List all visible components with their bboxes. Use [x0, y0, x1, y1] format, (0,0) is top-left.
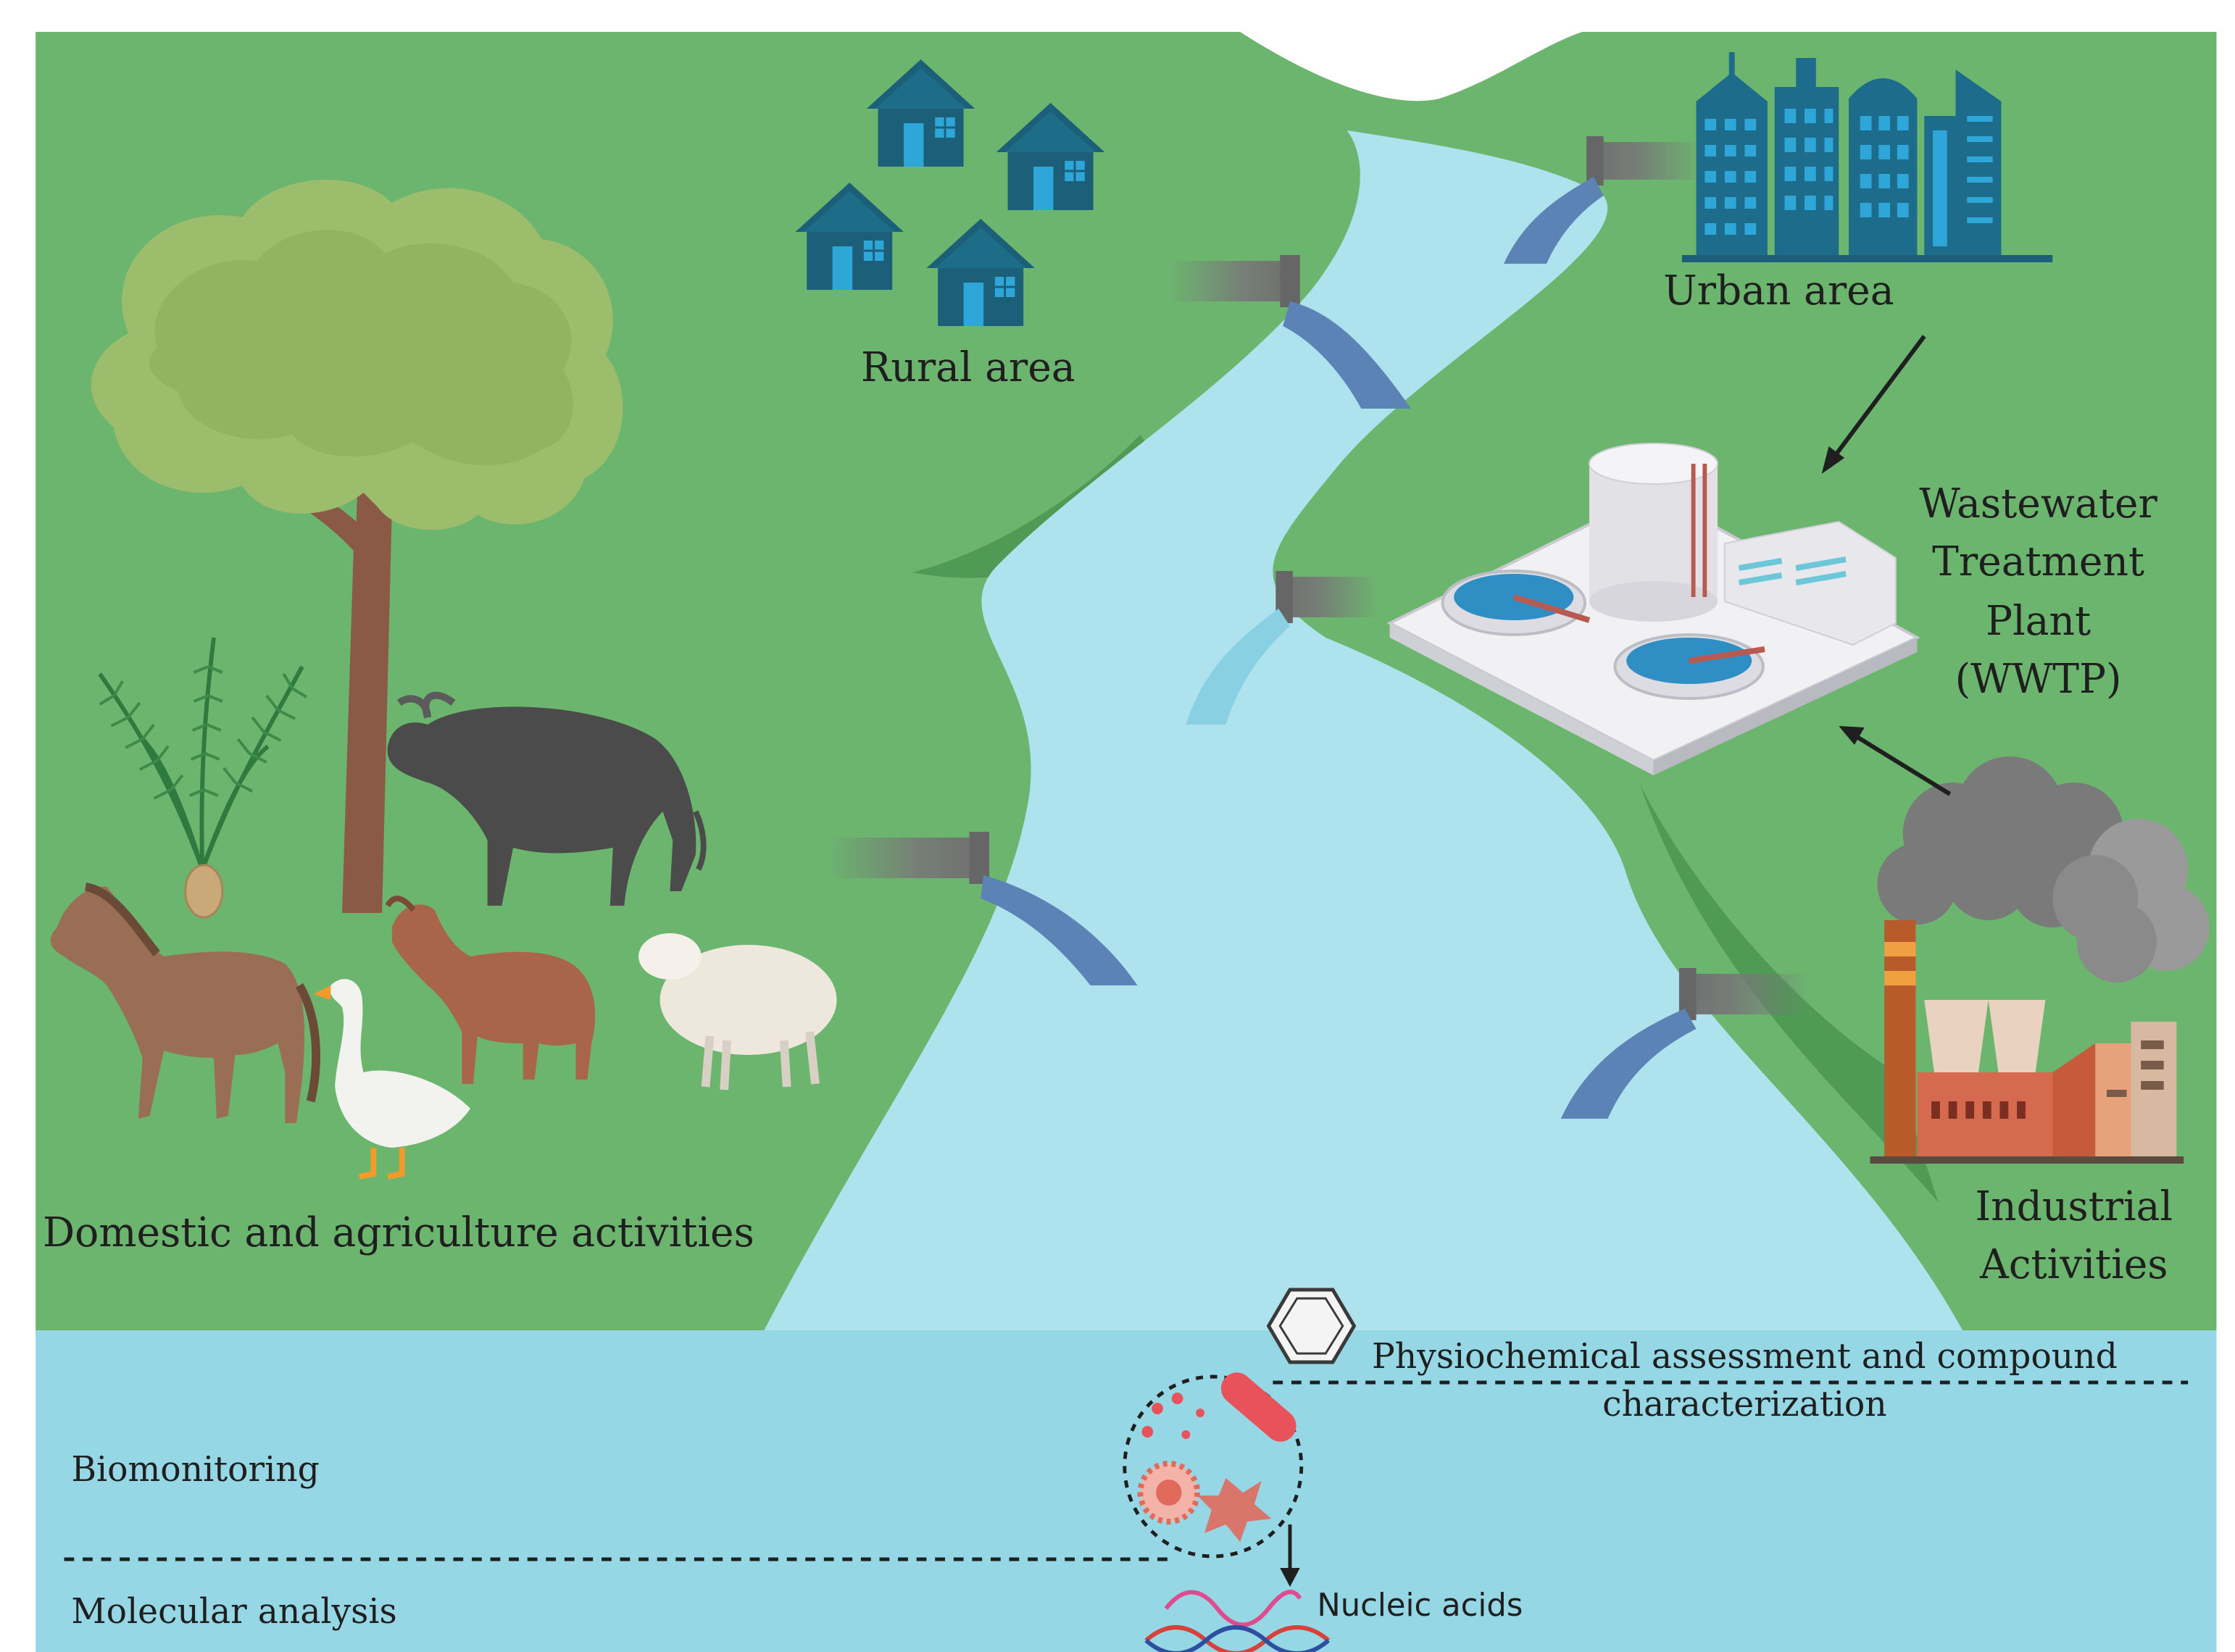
- buffalo-icon: [387, 691, 707, 906]
- down-arrow-icon: [1280, 1524, 1300, 1587]
- labels: Rural area Urban area Wastewater Treatme…: [43, 267, 2173, 1632]
- label-physio-2: characterization: [1602, 1385, 1887, 1424]
- smoke-icon: [1877, 756, 2210, 983]
- wwtp-icon: [1386, 443, 1920, 775]
- goose-icon: [313, 979, 471, 1180]
- label-industrial-1: Industrial: [1975, 1183, 2173, 1231]
- label-biomonitoring: Biomonitoring: [71, 1450, 319, 1490]
- arrow-icon: [1821, 335, 1952, 796]
- dashed-dividers: [64, 1380, 2189, 1561]
- label-nucleic-acids: Nucleic acids: [1317, 1588, 1523, 1624]
- label-urban-area: Urban area: [1663, 267, 1894, 315]
- label-wwtp-2: Treatment: [1932, 538, 2144, 586]
- tree-icon: [91, 179, 623, 913]
- label-wwtp-3: Plant: [1986, 598, 2091, 646]
- pipe-icon: [826, 136, 1810, 1119]
- palm-icon: [98, 637, 307, 919]
- benzene-icon: [1266, 1288, 1357, 1364]
- factory-icon: [1870, 920, 2184, 1164]
- label-wwtp-1: Wastewater: [1919, 480, 2157, 528]
- building-icon: [1681, 52, 2053, 262]
- sheep-icon: [638, 933, 837, 1090]
- microbe-icon: [1123, 1372, 1304, 1559]
- label-molecular: Molecular analysis: [71, 1592, 396, 1632]
- label-industrial-2: Activities: [1979, 1241, 2168, 1289]
- label-wwtp-4: (WWTP): [1955, 656, 2122, 704]
- dna-icon: [1144, 1590, 1331, 1652]
- label-physio-1: Physiochemical assessment and compound: [1372, 1337, 2118, 1377]
- label-rural-area: Rural area: [861, 344, 1075, 392]
- horse-icon: [50, 883, 320, 1123]
- label-domestic: Domestic and agriculture activities: [43, 1209, 754, 1257]
- goat-icon: [385, 896, 596, 1084]
